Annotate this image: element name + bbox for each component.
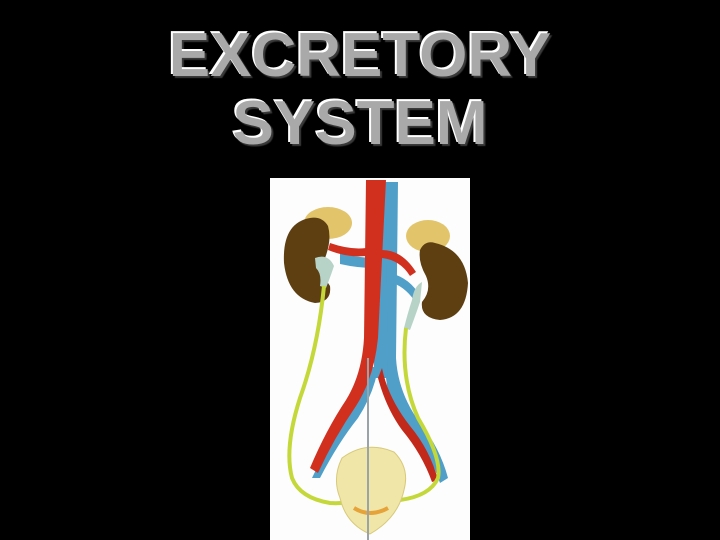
aorta (310, 180, 438, 482)
left-kidney (283, 217, 331, 303)
right-adrenal-gland (406, 220, 450, 252)
title-line-1: EXCRETORY (168, 21, 552, 90)
slide-title: EXCRETORY SYSTEM (0, 22, 720, 158)
right-kidney (419, 242, 468, 320)
title-line-2: SYSTEM (232, 89, 488, 158)
bladder (336, 446, 407, 535)
excretory-system-model-image (270, 178, 470, 540)
